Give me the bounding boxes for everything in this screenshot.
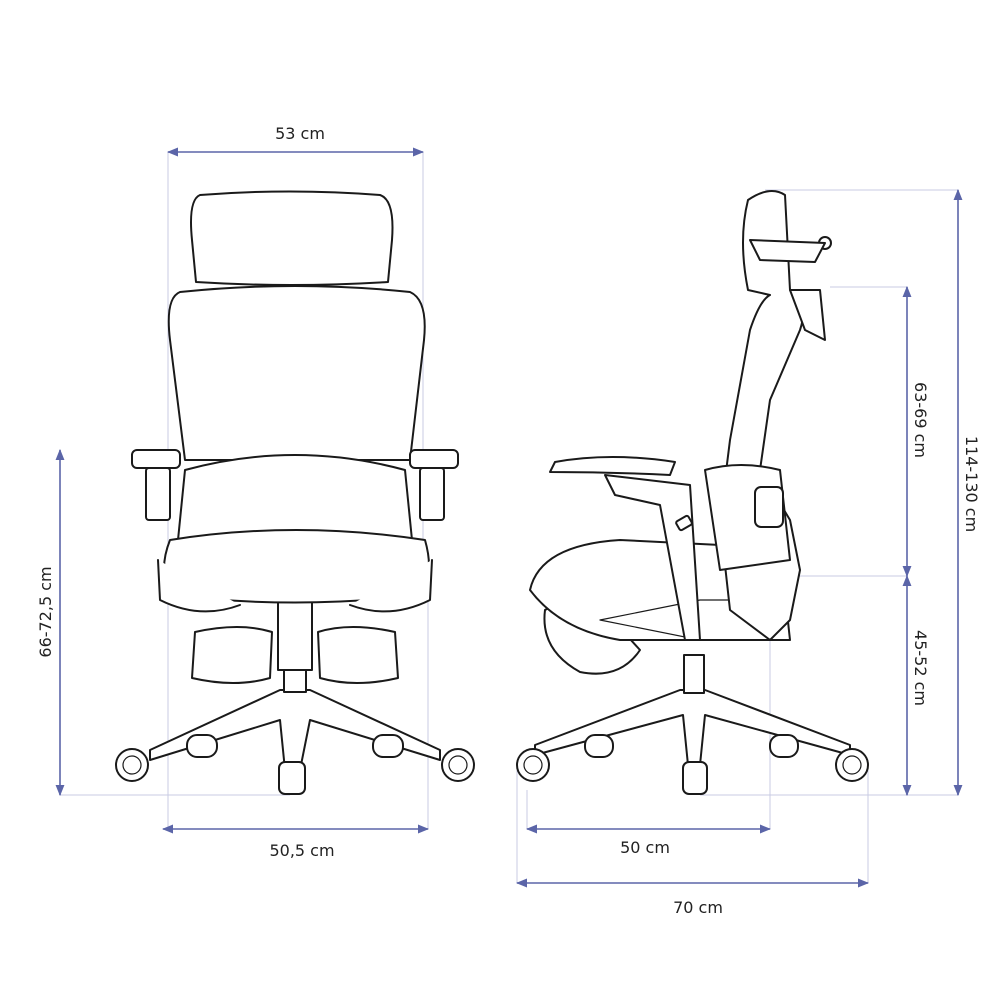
label-total-depth: 70 cm [673, 898, 723, 917]
label-base-width: 50,5 cm [269, 841, 334, 860]
chair-side-view [516, 190, 869, 795]
label-armrest-height: 66-72,5 cm [36, 566, 55, 657]
label-total-height: 114-130 cm [962, 436, 981, 532]
label-top-width: 53 cm [275, 124, 325, 143]
dimension-lines [55, 147, 963, 888]
label-seat-depth: 50 cm [620, 838, 670, 857]
label-seat-height: 45-52 cm [911, 630, 930, 706]
label-backrest-height: 63-69 cm [911, 382, 930, 458]
chair-front-view [115, 190, 475, 795]
